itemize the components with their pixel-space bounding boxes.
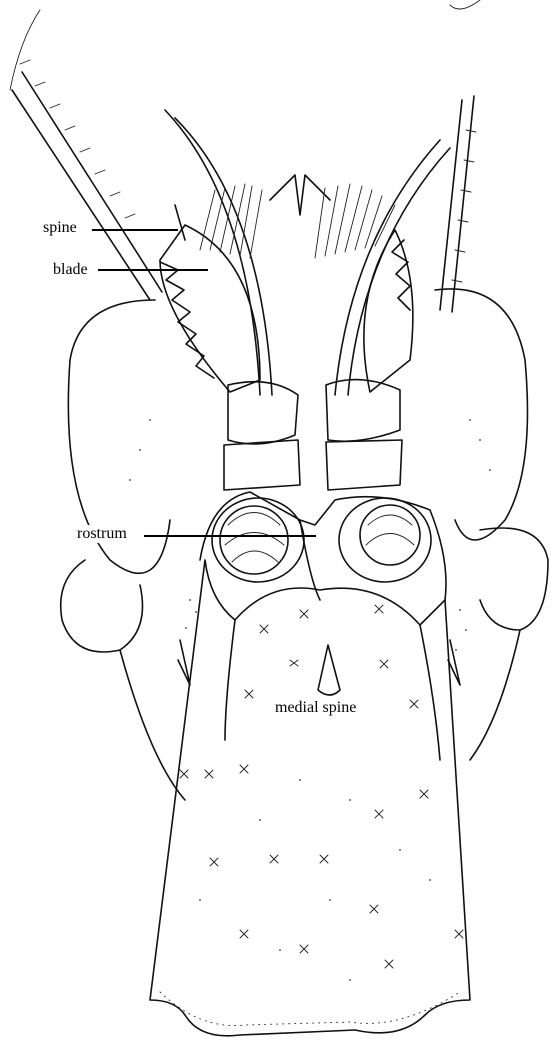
left-eye bbox=[212, 498, 304, 582]
right-antenna-flagellum bbox=[440, 0, 480, 312]
rostrum-outline bbox=[200, 492, 446, 600]
label-blade: blade bbox=[52, 261, 89, 279]
label-medial-spine: medial spine bbox=[274, 699, 357, 717]
setal-marks bbox=[180, 605, 463, 968]
left-antenna-flagellum bbox=[10, 10, 162, 300]
right-eye bbox=[339, 498, 431, 582]
antennular-peduncles bbox=[224, 380, 402, 490]
label-rostrum: rostrum bbox=[76, 525, 128, 543]
blade-left bbox=[160, 205, 260, 392]
carapace bbox=[150, 560, 470, 1036]
antennular-flagella bbox=[165, 110, 450, 395]
right-lateral-lobes bbox=[435, 289, 548, 760]
leader-lines bbox=[92, 230, 316, 536]
label-spine: spine bbox=[42, 219, 78, 237]
blade-right bbox=[364, 230, 413, 392]
left-lateral-lobes bbox=[61, 300, 185, 800]
